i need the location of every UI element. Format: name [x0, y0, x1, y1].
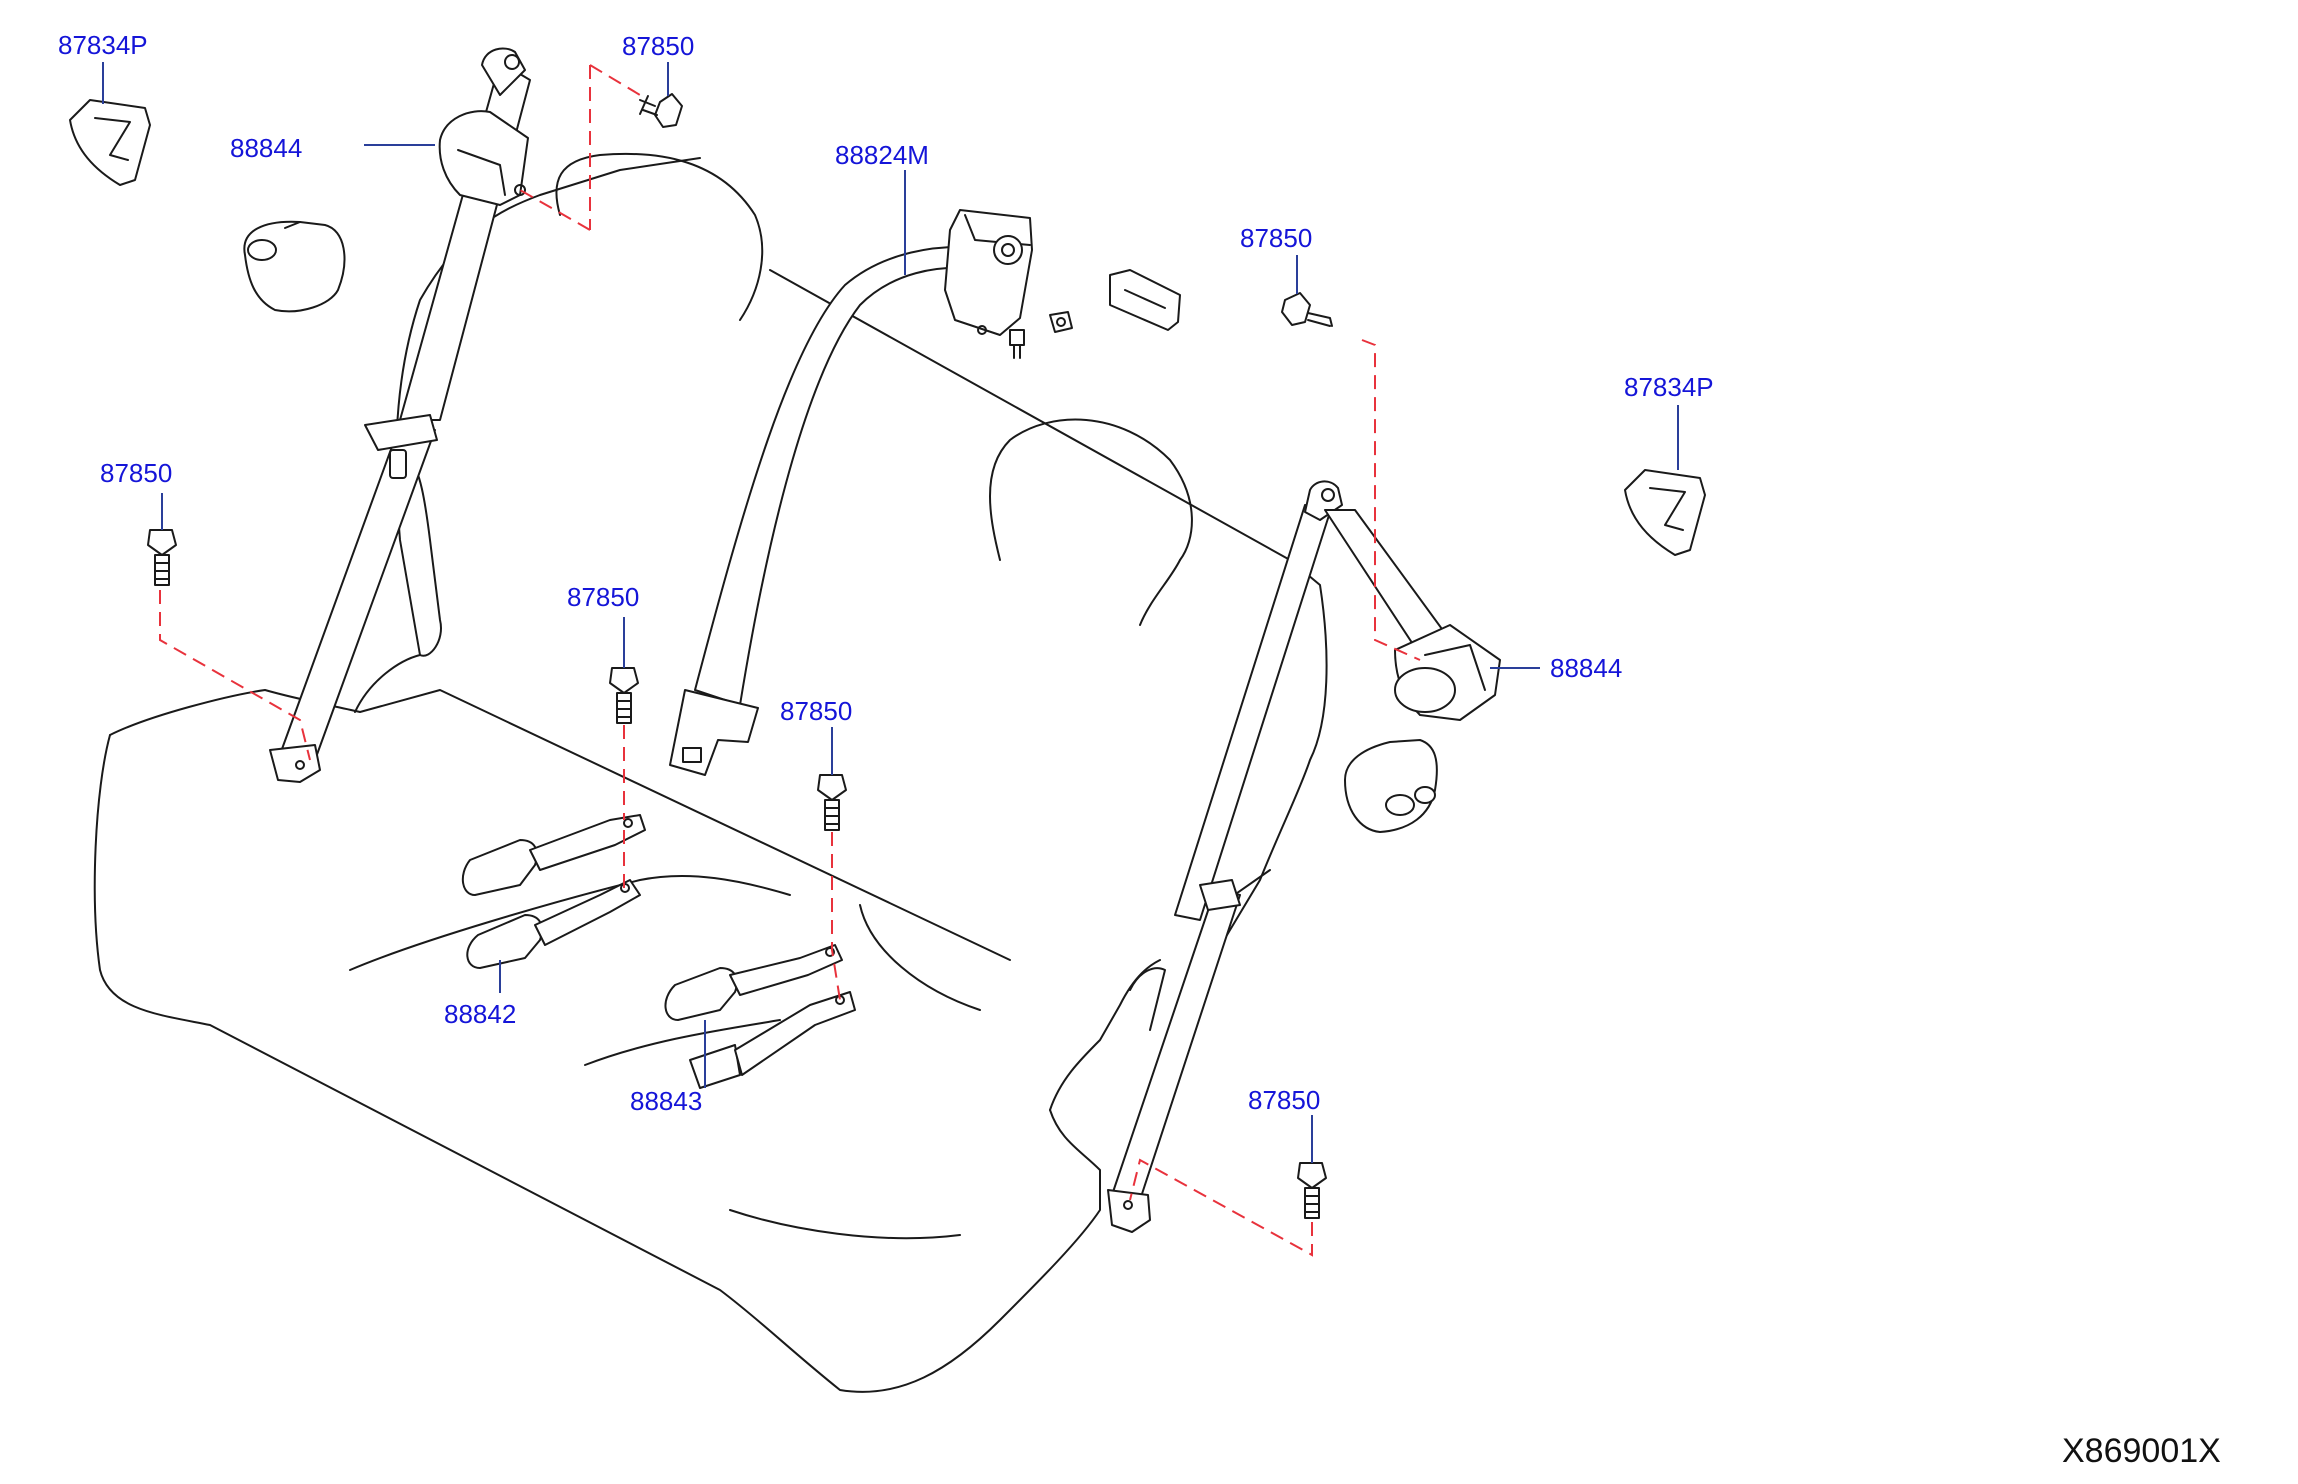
label-bolt-5: 87850: [780, 696, 852, 726]
rear-seat-outline: [93, 152, 1328, 1393]
escutcheon-left-part: [69, 99, 151, 186]
label-bolt-1: 87850: [622, 31, 694, 61]
label-buckle-center: 88843: [630, 1086, 702, 1116]
label-retractor-right: 88844: [1550, 653, 1622, 683]
label-escutcheon-right: 87834P: [1624, 372, 1714, 402]
label-bolt-3: 87850: [100, 458, 172, 488]
leader-lines: [102, 62, 1679, 1163]
label-bolt-6: 87850: [1248, 1085, 1320, 1115]
bolt-1-shape: [639, 93, 683, 128]
label-escutcheon-left: 87834P: [58, 30, 148, 60]
label-retractor-left: 88844: [230, 133, 302, 163]
label-bolt-2: 87850: [1240, 223, 1312, 253]
center-seat-belt: [669, 209, 1181, 776]
bolt-parts: [147, 93, 1333, 1219]
bolt-4-shape: [609, 667, 639, 724]
label-bolt-4: 87850: [567, 582, 639, 612]
bolt-6-shape: [1297, 1162, 1327, 1219]
mounting-guide-lines: [159, 64, 1421, 1257]
left-outer-seat-belt: [269, 47, 531, 783]
right-side-cover: [1344, 739, 1438, 833]
right-outer-seat-belt: [1107, 480, 1501, 1233]
label-retractor-center: 88824M: [835, 140, 929, 170]
label-buckle-left: 88842: [444, 999, 516, 1029]
bolt-3-shape: [147, 529, 177, 586]
left-side-cover: [243, 220, 346, 313]
bolt-5-shape: [817, 774, 847, 831]
diagram-code: X869001X: [2062, 1432, 2221, 1470]
buckle-assemblies: [461, 814, 856, 1089]
escutcheon-right-part: [1624, 469, 1706, 556]
bolt-2-shape: [1281, 292, 1333, 327]
part-labels: 87834P 87834P 88844 88844 88824M 87850 8…: [58, 30, 1714, 1116]
